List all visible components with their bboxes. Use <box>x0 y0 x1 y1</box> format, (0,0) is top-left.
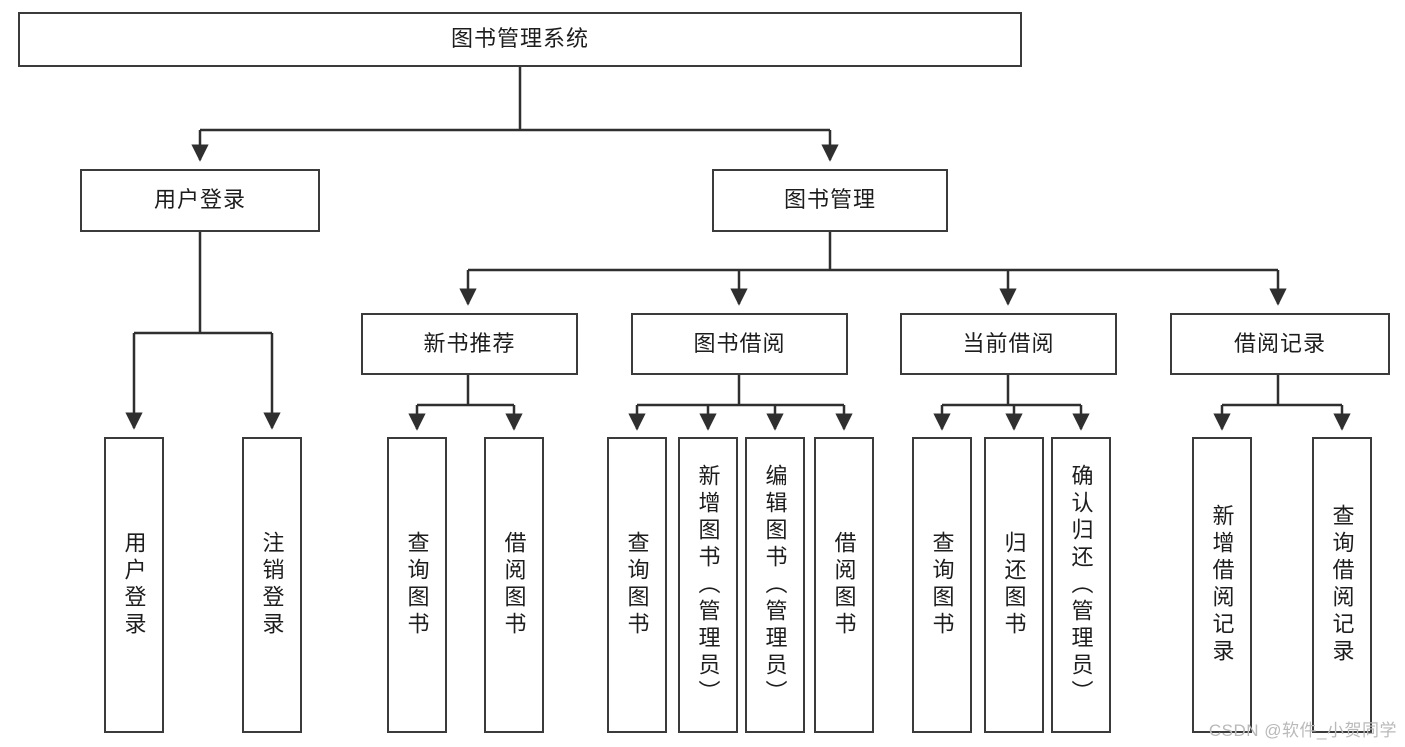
leaf-query-book-2-label: 查询图书 <box>624 531 650 639</box>
node-new-book-recommend[interactable]: 新书推荐 <box>361 313 578 375</box>
leaf-borrow-book-2[interactable]: 借阅图书 <box>814 437 874 733</box>
node-user-login[interactable]: 用户登录 <box>80 169 320 232</box>
leaf-return-book-label: 归还图书 <box>1001 531 1027 639</box>
node-new-book-recommend-label: 新书推荐 <box>423 330 516 356</box>
node-book-manage-label: 图书管理 <box>783 187 876 213</box>
leaf-return-book[interactable]: 归还图书 <box>984 437 1044 733</box>
leaf-query-book-1-label: 查询图书 <box>404 531 430 639</box>
node-borrow-record-label: 借阅记录 <box>1233 330 1326 356</box>
leaf-confirm-return-label: 确认归还（管理员） <box>1068 463 1094 707</box>
leaf-user-login[interactable]: 用户登录 <box>104 437 164 733</box>
leaf-query-book-2[interactable]: 查询图书 <box>607 437 667 733</box>
leaf-borrow-book-2-label: 借阅图书 <box>831 531 857 639</box>
leaf-edit-book[interactable]: 编辑图书（管理员） <box>745 437 805 733</box>
leaf-borrow-book-1-label: 借阅图书 <box>501 531 527 639</box>
leaf-borrow-book-1[interactable]: 借阅图书 <box>484 437 544 733</box>
leaf-query-record[interactable]: 查询借阅记录 <box>1312 437 1372 733</box>
node-borrow-record[interactable]: 借阅记录 <box>1170 313 1390 375</box>
leaf-add-book-label: 新增图书（管理员） <box>695 463 721 707</box>
node-user-login-label: 用户登录 <box>153 187 246 213</box>
leaf-add-record[interactable]: 新增借阅记录 <box>1192 437 1252 733</box>
node-book-manage[interactable]: 图书管理 <box>712 169 948 232</box>
node-book-borrow-label: 图书借阅 <box>693 330 786 356</box>
leaf-query-book-3[interactable]: 查询图书 <box>912 437 972 733</box>
node-current-borrow[interactable]: 当前借阅 <box>900 313 1117 375</box>
leaf-logout[interactable]: 注销登录 <box>242 437 302 733</box>
leaf-confirm-return[interactable]: 确认归还（管理员） <box>1051 437 1111 733</box>
leaf-add-record-label: 新增借阅记录 <box>1209 504 1235 666</box>
leaf-query-record-label: 查询借阅记录 <box>1329 504 1355 666</box>
leaf-user-login-label: 用户登录 <box>121 531 147 639</box>
leaf-add-book[interactable]: 新增图书（管理员） <box>678 437 738 733</box>
leaf-query-book-1[interactable]: 查询图书 <box>387 437 447 733</box>
leaf-query-book-3-label: 查询图书 <box>929 531 955 639</box>
node-root-label: 图书管理系统 <box>450 26 589 52</box>
leaf-logout-label: 注销登录 <box>259 531 285 639</box>
leaf-edit-book-label: 编辑图书（管理员） <box>762 463 788 707</box>
node-book-borrow[interactable]: 图书借阅 <box>631 313 848 375</box>
node-current-borrow-label: 当前借阅 <box>962 330 1055 356</box>
node-root[interactable]: 图书管理系统 <box>18 12 1022 67</box>
